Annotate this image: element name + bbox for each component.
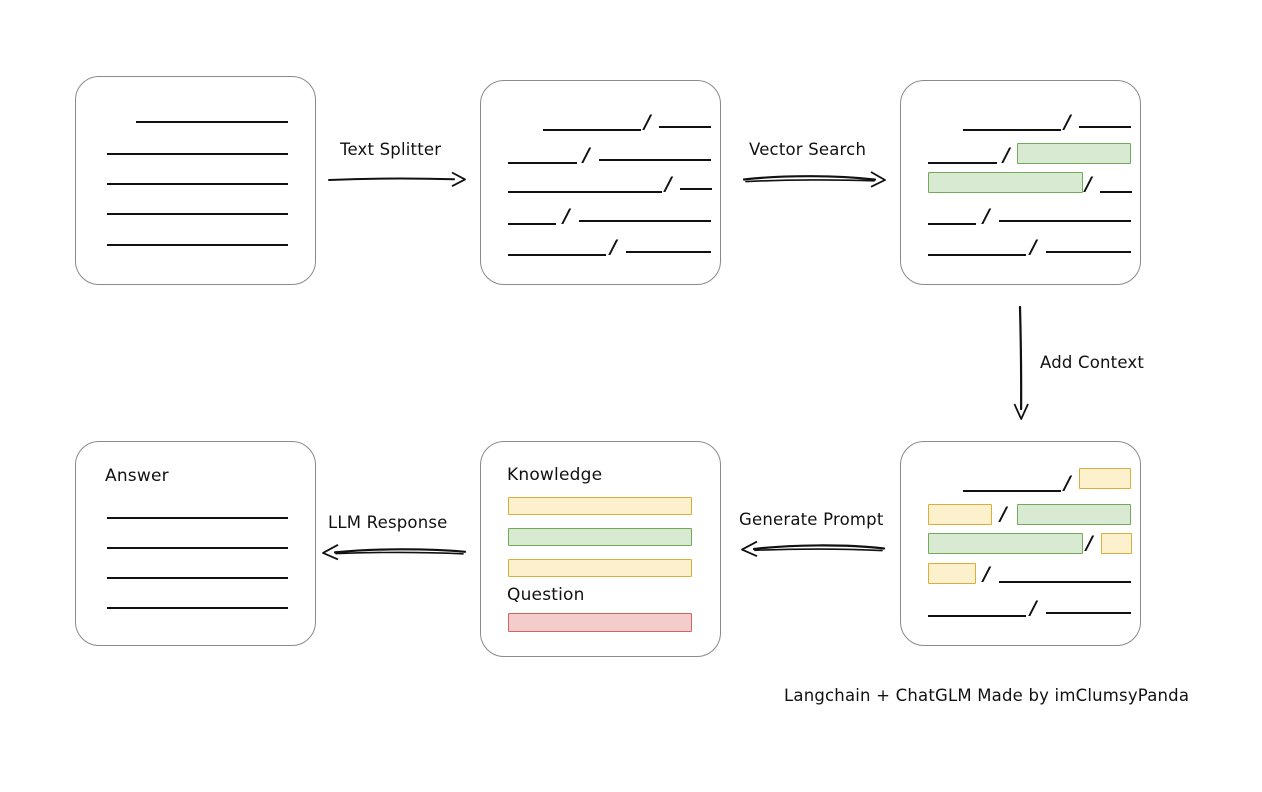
arrow-text-splitter: Text Splitter bbox=[327, 140, 472, 192]
knowledge-bar-yellow[interactable] bbox=[508, 559, 692, 577]
doc-line bbox=[508, 191, 662, 193]
question-bar-red[interactable] bbox=[508, 613, 692, 632]
slash-separator: / bbox=[1030, 236, 1037, 258]
knowledge-bar-yellow[interactable] bbox=[508, 497, 692, 515]
doc-line bbox=[107, 244, 288, 246]
slash-separator: / bbox=[1085, 173, 1092, 195]
slash-separator: / bbox=[1086, 532, 1093, 554]
doc-line bbox=[1046, 612, 1131, 614]
arrow-label-add-context: Add Context bbox=[1040, 353, 1145, 372]
doc-line bbox=[928, 254, 1026, 256]
slash-separator: / bbox=[1030, 597, 1037, 619]
doc-line bbox=[963, 129, 1061, 131]
doc-line bbox=[928, 162, 997, 164]
doc-line bbox=[136, 121, 288, 123]
card-answer-document[interactable]: Answer bbox=[75, 441, 316, 646]
chunk-green[interactable] bbox=[1017, 143, 1131, 164]
doc-line bbox=[579, 220, 711, 222]
slash-separator: / bbox=[1064, 111, 1071, 133]
answer-line bbox=[107, 547, 288, 549]
arrow-label-text-splitter: Text Splitter bbox=[340, 140, 442, 159]
slash-separator: / bbox=[644, 111, 651, 133]
arrow-add-context: Add Context bbox=[1008, 305, 1144, 423]
card-context-enriched-document[interactable]: / / / / / bbox=[900, 441, 1141, 646]
slash-separator: / bbox=[563, 205, 570, 227]
question-label: Question bbox=[507, 585, 585, 605]
doc-line bbox=[999, 581, 1131, 583]
doc-line bbox=[1079, 126, 1131, 128]
doc-line bbox=[508, 254, 606, 256]
doc-line bbox=[1046, 251, 1131, 253]
card-split-chunks-document[interactable]: / / / / / bbox=[480, 80, 721, 285]
doc-line bbox=[599, 159, 711, 161]
credit-text: Langchain + ChatGLM Made by imClumsyPand… bbox=[784, 686, 1190, 705]
chunk-yellow[interactable] bbox=[1079, 468, 1131, 489]
doc-line bbox=[107, 213, 288, 215]
arrow-vector-search: Vector Search bbox=[742, 140, 892, 192]
doc-line bbox=[543, 129, 641, 131]
answer-line bbox=[107, 517, 288, 519]
slash-separator: / bbox=[983, 563, 990, 585]
chunk-green[interactable] bbox=[928, 533, 1083, 554]
answer-line bbox=[107, 607, 288, 609]
slash-separator: / bbox=[610, 236, 617, 258]
slash-separator: / bbox=[583, 144, 590, 166]
arrow-llm-response: LLM Response bbox=[318, 513, 468, 565]
arrow-label-llm-response: LLM Response bbox=[328, 513, 448, 532]
arrow-label-generate-prompt: Generate Prompt bbox=[739, 510, 884, 529]
slash-separator: / bbox=[1000, 503, 1007, 525]
chunk-green[interactable] bbox=[928, 172, 1083, 193]
doc-line bbox=[680, 188, 712, 190]
chunk-yellow[interactable] bbox=[928, 563, 976, 584]
doc-line bbox=[626, 251, 711, 253]
knowledge-bar-green[interactable] bbox=[508, 528, 692, 546]
slash-separator: / bbox=[1064, 472, 1071, 494]
doc-line bbox=[107, 183, 288, 185]
doc-line bbox=[508, 223, 556, 225]
card-vector-matched-document[interactable]: / / / / / bbox=[900, 80, 1141, 285]
chunk-green[interactable] bbox=[1017, 504, 1131, 525]
chunk-yellow[interactable] bbox=[1101, 533, 1132, 554]
chunk-yellow[interactable] bbox=[928, 504, 992, 525]
knowledge-label: Knowledge bbox=[507, 465, 603, 485]
doc-line bbox=[928, 223, 976, 225]
doc-line bbox=[928, 615, 1026, 617]
doc-line bbox=[659, 126, 711, 128]
slash-separator: / bbox=[983, 205, 990, 227]
doc-line bbox=[508, 162, 577, 164]
slash-separator: / bbox=[1003, 144, 1010, 166]
card-prompt-document[interactable]: Knowledge Question bbox=[480, 441, 721, 657]
card-source-document[interactable] bbox=[75, 76, 316, 285]
doc-line bbox=[999, 220, 1131, 222]
doc-line bbox=[107, 153, 288, 155]
answer-line bbox=[107, 577, 288, 579]
doc-line bbox=[963, 490, 1061, 492]
arrow-label-vector-search: Vector Search bbox=[749, 140, 867, 159]
arrow-generate-prompt: Generate Prompt bbox=[737, 510, 887, 562]
answer-label: Answer bbox=[105, 466, 169, 486]
slash-separator: / bbox=[665, 173, 672, 195]
doc-line bbox=[1100, 191, 1132, 193]
